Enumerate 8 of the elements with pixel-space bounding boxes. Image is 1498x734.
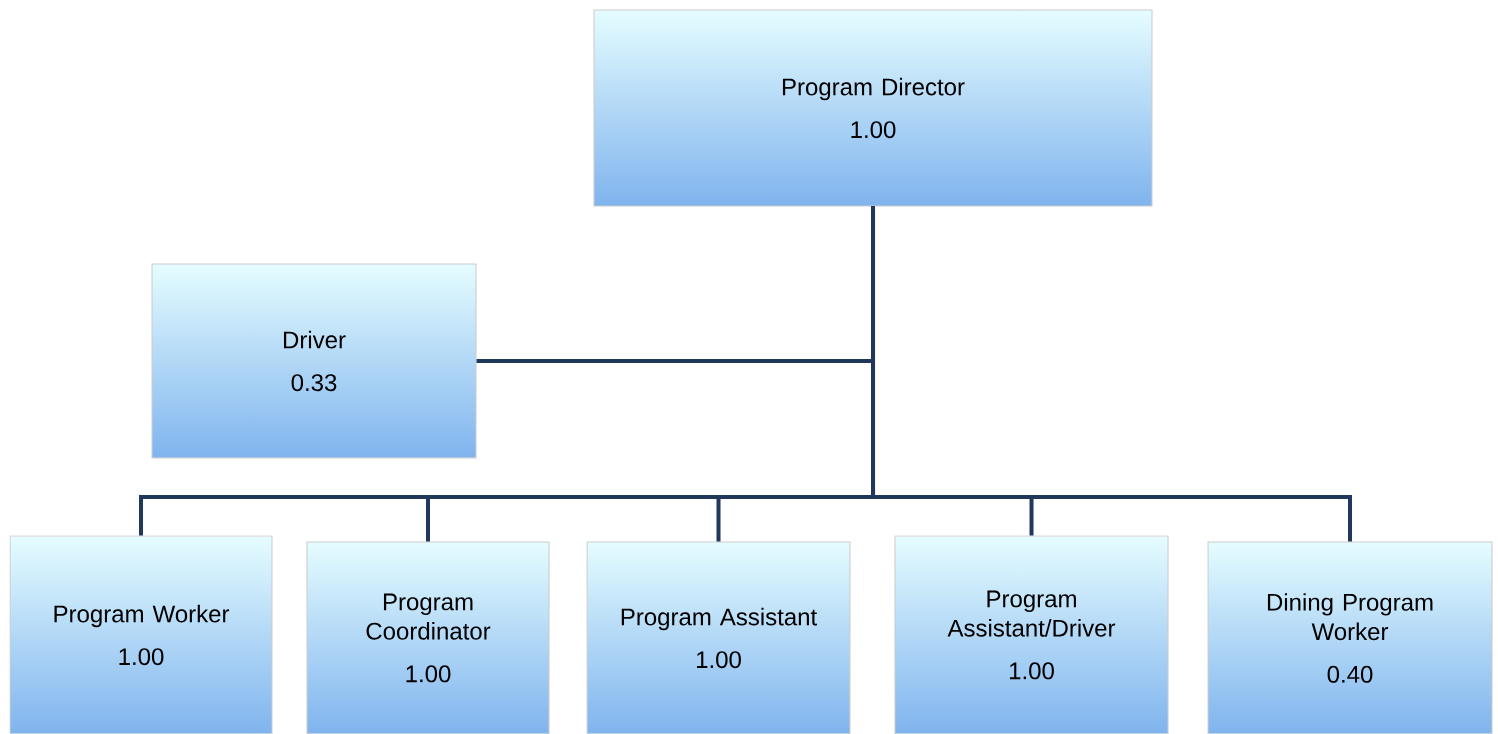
connector [871,206,1352,542]
position-box: Program Assistant/Driver 1.00 [894,535,1169,734]
position-box: Driver 0.33 [151,263,477,459]
position-box: Program Director 1.00 [593,9,1153,207]
position-box: Program Assistant 1.00 [586,541,851,734]
position-box: Program Worker 1.00 [9,535,273,734]
position-box: Program Coordinator 1.00 [306,541,550,734]
position-box: Dining Program Worker 0.40 [1207,541,1493,734]
